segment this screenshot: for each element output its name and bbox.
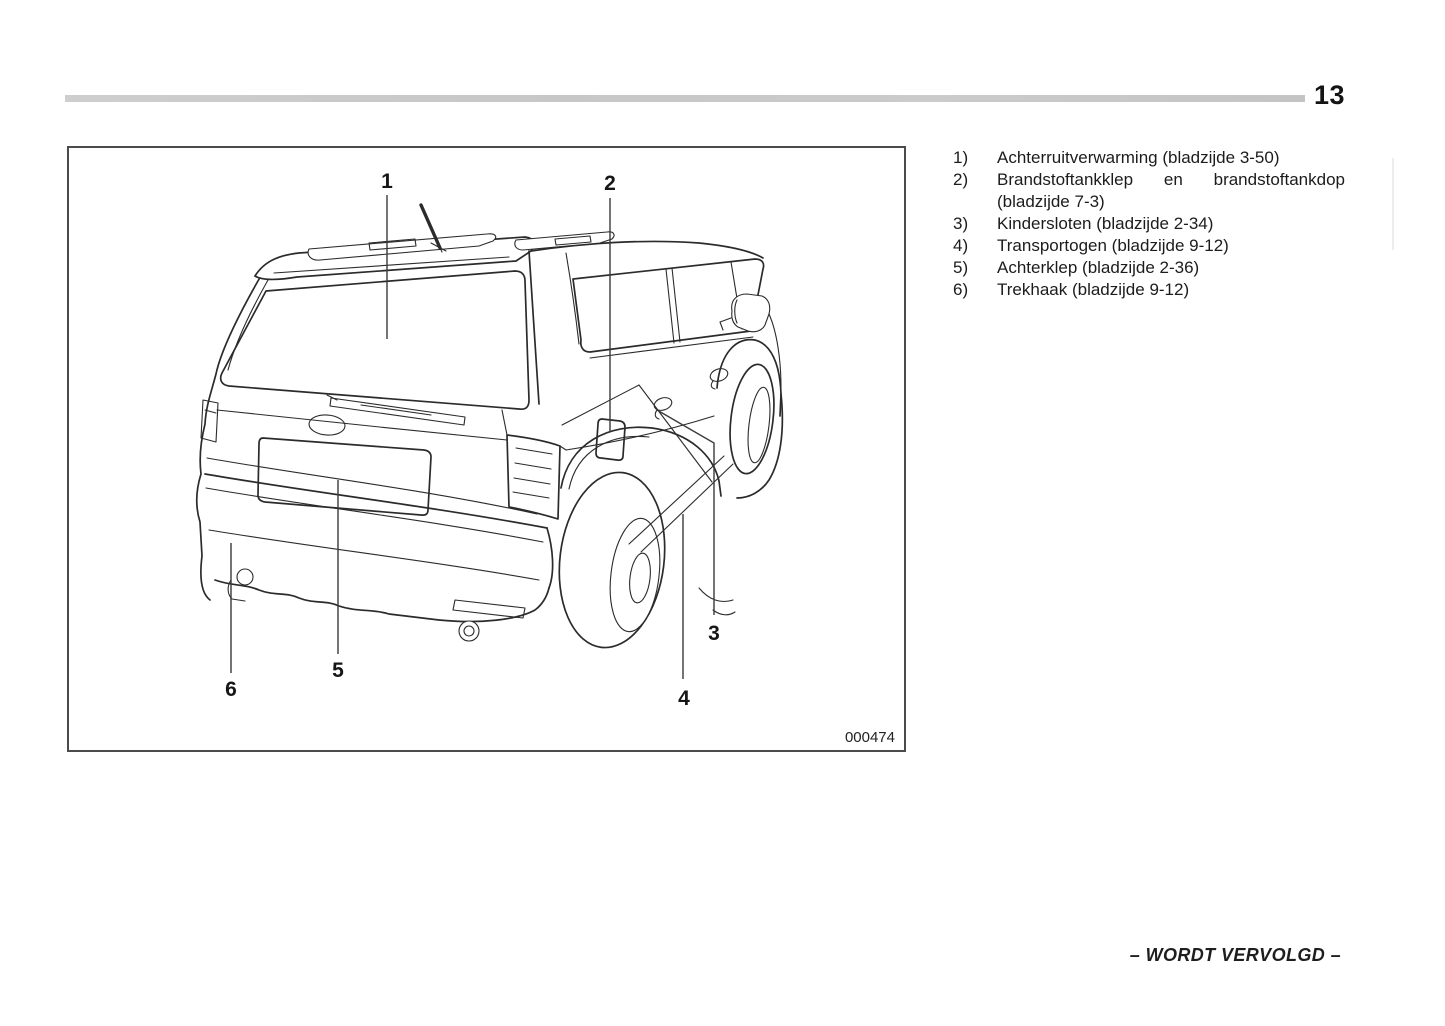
- header-rule: [65, 95, 1305, 102]
- legend-item-6: 6) Trekhaak (bladzijde 9-12): [953, 279, 1345, 301]
- legend-item-5: 5) Achterklep (bladzijde 2-36): [953, 257, 1345, 279]
- legend-list: 1) Achterruitverwarming (bladzijde 3-50)…: [953, 147, 1345, 301]
- legend-item-number: 4): [953, 236, 969, 255]
- callout-label-2: 2: [604, 172, 616, 195]
- front-door-lock: [709, 368, 729, 382]
- side-mirror: [731, 293, 771, 333]
- rear-rim: [609, 517, 661, 633]
- callout-labels: 1 2 3 4 5 6: [225, 170, 720, 710]
- rear-door-lock: [653, 397, 673, 411]
- fuel-door: [595, 418, 626, 462]
- taillight: [506, 434, 561, 520]
- legend-item-text: Trekhaak (bladzijde 9-12): [997, 280, 1190, 299]
- legend-item-2: 2) Brandstoftankklep en brandstoftankdop…: [953, 169, 1345, 213]
- leader-line-3: [656, 409, 715, 615]
- exhaust-tip: [458, 620, 480, 642]
- legend-item-3: 3) Kindersloten (bladzijde 2-34): [953, 213, 1345, 235]
- legend-item-number: 5): [953, 258, 969, 277]
- callout-label-3: 3: [708, 622, 720, 645]
- legend-item-text: Transportogen (bladzijde 9-12): [997, 236, 1229, 255]
- callout-leader-lines: [230, 195, 715, 679]
- legend-item-number: 6): [953, 280, 969, 299]
- front-rim: [747, 386, 771, 464]
- figure-box: 1 2 3 4 5 6 000474: [67, 146, 906, 752]
- legend-item-number: 1): [953, 148, 969, 167]
- callout-label-6: 6: [225, 678, 237, 701]
- legend-item-4: 4) Transportogen (bladzijde 9-12): [953, 235, 1345, 257]
- continued-note: – WORDT VERVOLGD –: [1129, 945, 1341, 965]
- figure-code: 000474: [845, 729, 895, 746]
- callout-label-4: 4: [678, 687, 690, 710]
- brand-badge: [308, 414, 346, 436]
- callout-label-5: 5: [332, 659, 344, 682]
- tow-hook-bracket: [227, 579, 246, 602]
- car-line-art: [195, 203, 784, 649]
- callout-label-1: 1: [381, 170, 393, 193]
- page-number: 13: [1313, 80, 1345, 110]
- legend-item-text: Kindersloten (bladzijde 2-34): [997, 214, 1214, 233]
- legend-item-text: Brandstoftankklep en brandstoftankdop (b…: [997, 170, 1345, 211]
- legend-item-text: Achterruitverwarming (bladzijde 3-50): [997, 148, 1280, 167]
- legend-item-number: 2): [953, 170, 969, 189]
- scan-artifact: [1392, 158, 1394, 250]
- legend-item-1: 1) Achterruitverwarming (bladzijde 3-50): [953, 147, 1345, 169]
- tow-hook: [236, 568, 254, 586]
- vehicle-illustration-svg: 1 2 3 4 5 6 000474: [195, 170, 895, 746]
- reflector: [452, 599, 526, 619]
- legend-item-text: Achterklep (bladzijde 2-36): [997, 258, 1200, 277]
- legend-item-number: 3): [953, 214, 969, 233]
